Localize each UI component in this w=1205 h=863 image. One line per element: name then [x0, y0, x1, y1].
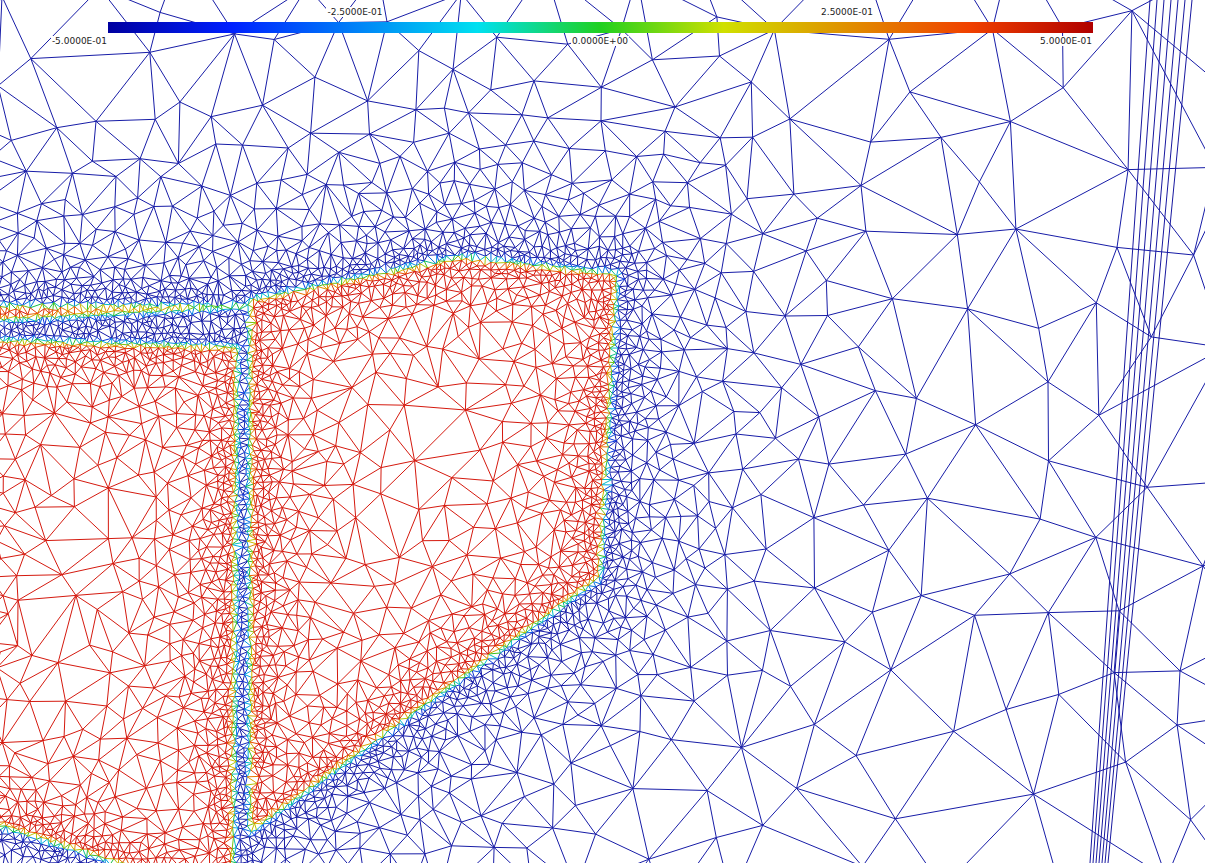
mesh-edges [0, 256, 617, 863]
mesh-edges [0, 252, 619, 863]
mesh-edges [0, 251, 625, 863]
colorbar-tick-label: -5.0000E-01 [51, 36, 108, 46]
colorbar-tick-label: 2.5000E-01 [820, 7, 874, 17]
mesh-edges [0, 260, 615, 863]
mesh-edges [1090, 0, 1192, 863]
colorbar-tick-label: 0.0000E+00 [571, 36, 629, 46]
colorbar-tick-label: 5.0000E-01 [1039, 36, 1093, 46]
colorbar-tick-label: -2.5000E-01 [326, 7, 383, 17]
colorbar-gradient [108, 22, 1093, 33]
mesh-edges [0, 260, 611, 863]
